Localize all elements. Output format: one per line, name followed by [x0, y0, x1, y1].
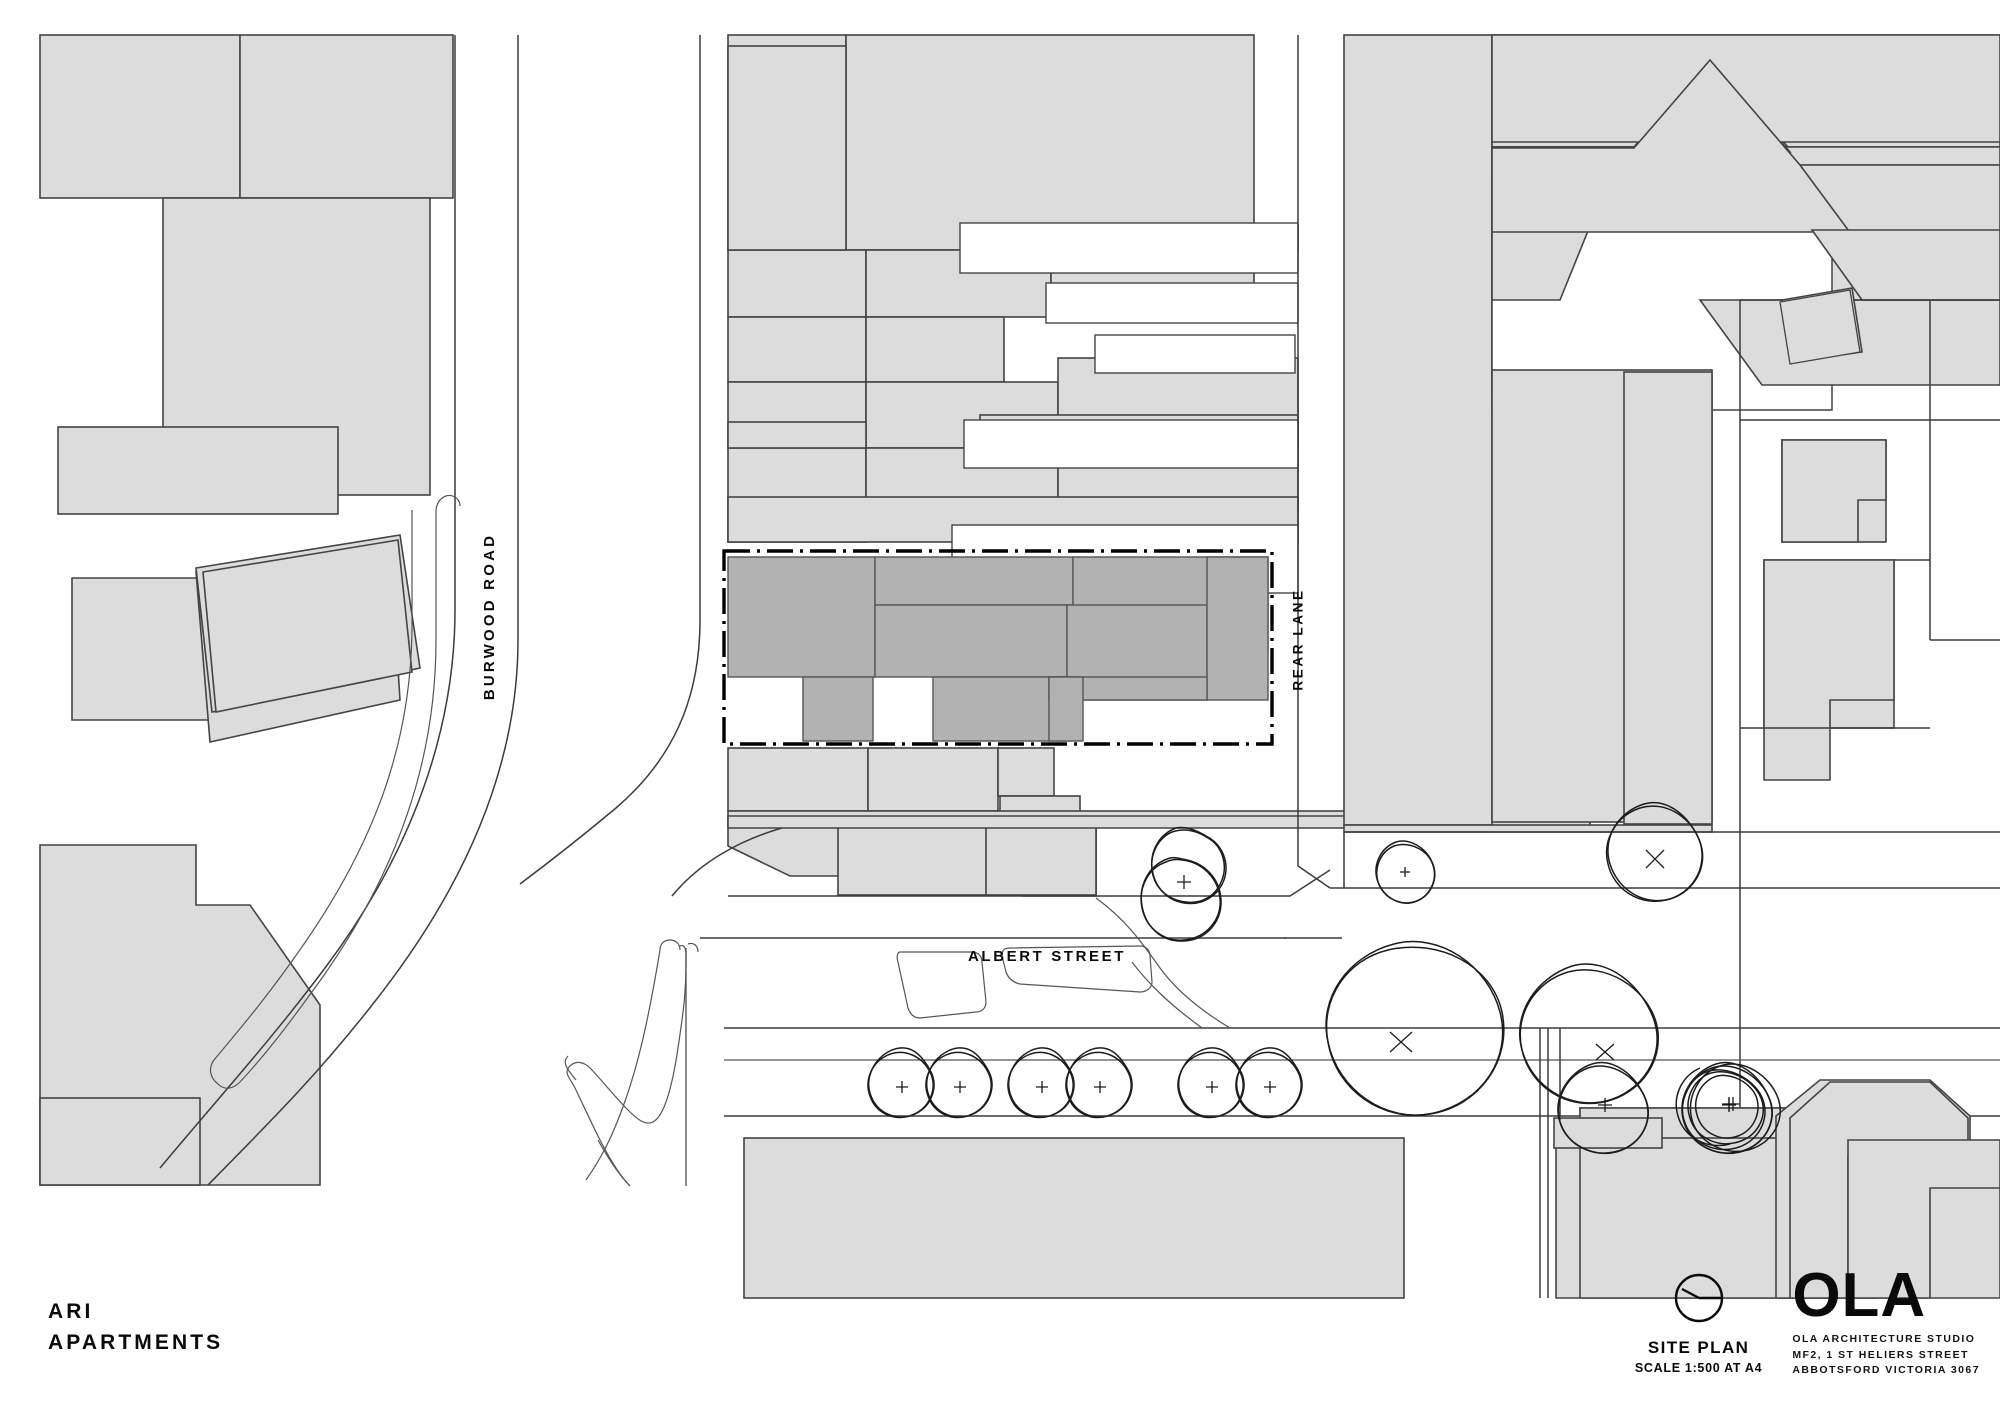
subject-site [722, 549, 1274, 746]
practice-address-line-2: ABBOTSFORD VICTORIA 3067 [1792, 1364, 1980, 1376]
street-label-rear-lane: REAR LANE [1290, 588, 1306, 691]
context-buildings-east [1343, 34, 2000, 1160]
tree-item [1140, 856, 1222, 942]
tree-item [1557, 1061, 1649, 1155]
drawing-identity: SITE PLAN SCALE 1:500 AT A4 [1635, 1268, 1762, 1375]
tree-item [1375, 840, 1436, 904]
site-boundary [722, 549, 1274, 746]
practice-name: OLA ARCHITECTURE STUDIO [1792, 1333, 1976, 1345]
north-point-circle-icon [1674, 1273, 1723, 1323]
context-buildings-angled [195, 534, 421, 713]
tree-item [1235, 1047, 1303, 1119]
street-label-burwood-road: BURWOOD ROAD [481, 532, 499, 701]
context-buildings-south [743, 1028, 2000, 1299]
tree-canopies [867, 801, 1781, 1155]
drawing-name: SITE PLAN [1647, 1338, 1750, 1357]
project-title-line-2: APARTMENTS [48, 1331, 224, 1354]
drawing-scale: SCALE 1:500 AT A4 [1634, 1361, 1763, 1375]
tree-item [1007, 1047, 1075, 1119]
street-label-albert-street: ALBERT STREET [968, 948, 1126, 965]
tree-item [1150, 826, 1227, 905]
practice-logo: OLA [1792, 1261, 1927, 1330]
tree-item [1177, 1047, 1245, 1119]
tree-item [867, 1047, 935, 1119]
practice-address-line-1: MF2, 1 ST HELIERS STREET [1792, 1348, 1969, 1361]
road-islands [564, 897, 1231, 1187]
project-title-block: ARI APARTMENTS [48, 1296, 223, 1358]
tree-item [1325, 940, 1505, 1116]
sheet-title-block: SITE PLAN SCALE 1:500 AT A4 OLA OLA ARCH… [1635, 1261, 1980, 1379]
tree-item [1605, 801, 1704, 902]
rear-lane [1297, 35, 1331, 889]
tree-item [1689, 1063, 1781, 1153]
tree-item [1694, 1074, 1759, 1139]
tree-item [1065, 1047, 1133, 1119]
tree-item [1519, 963, 1659, 1105]
practice-identity: OLA OLA ARCHITECTURE STUDIO MF2, 1 ST HE… [1792, 1261, 1980, 1379]
project-title-line-1: ARI [48, 1300, 94, 1323]
burwood-road-carriageway [159, 35, 701, 1186]
tree-item [925, 1047, 993, 1119]
proposed-building-footprint [727, 556, 1269, 742]
